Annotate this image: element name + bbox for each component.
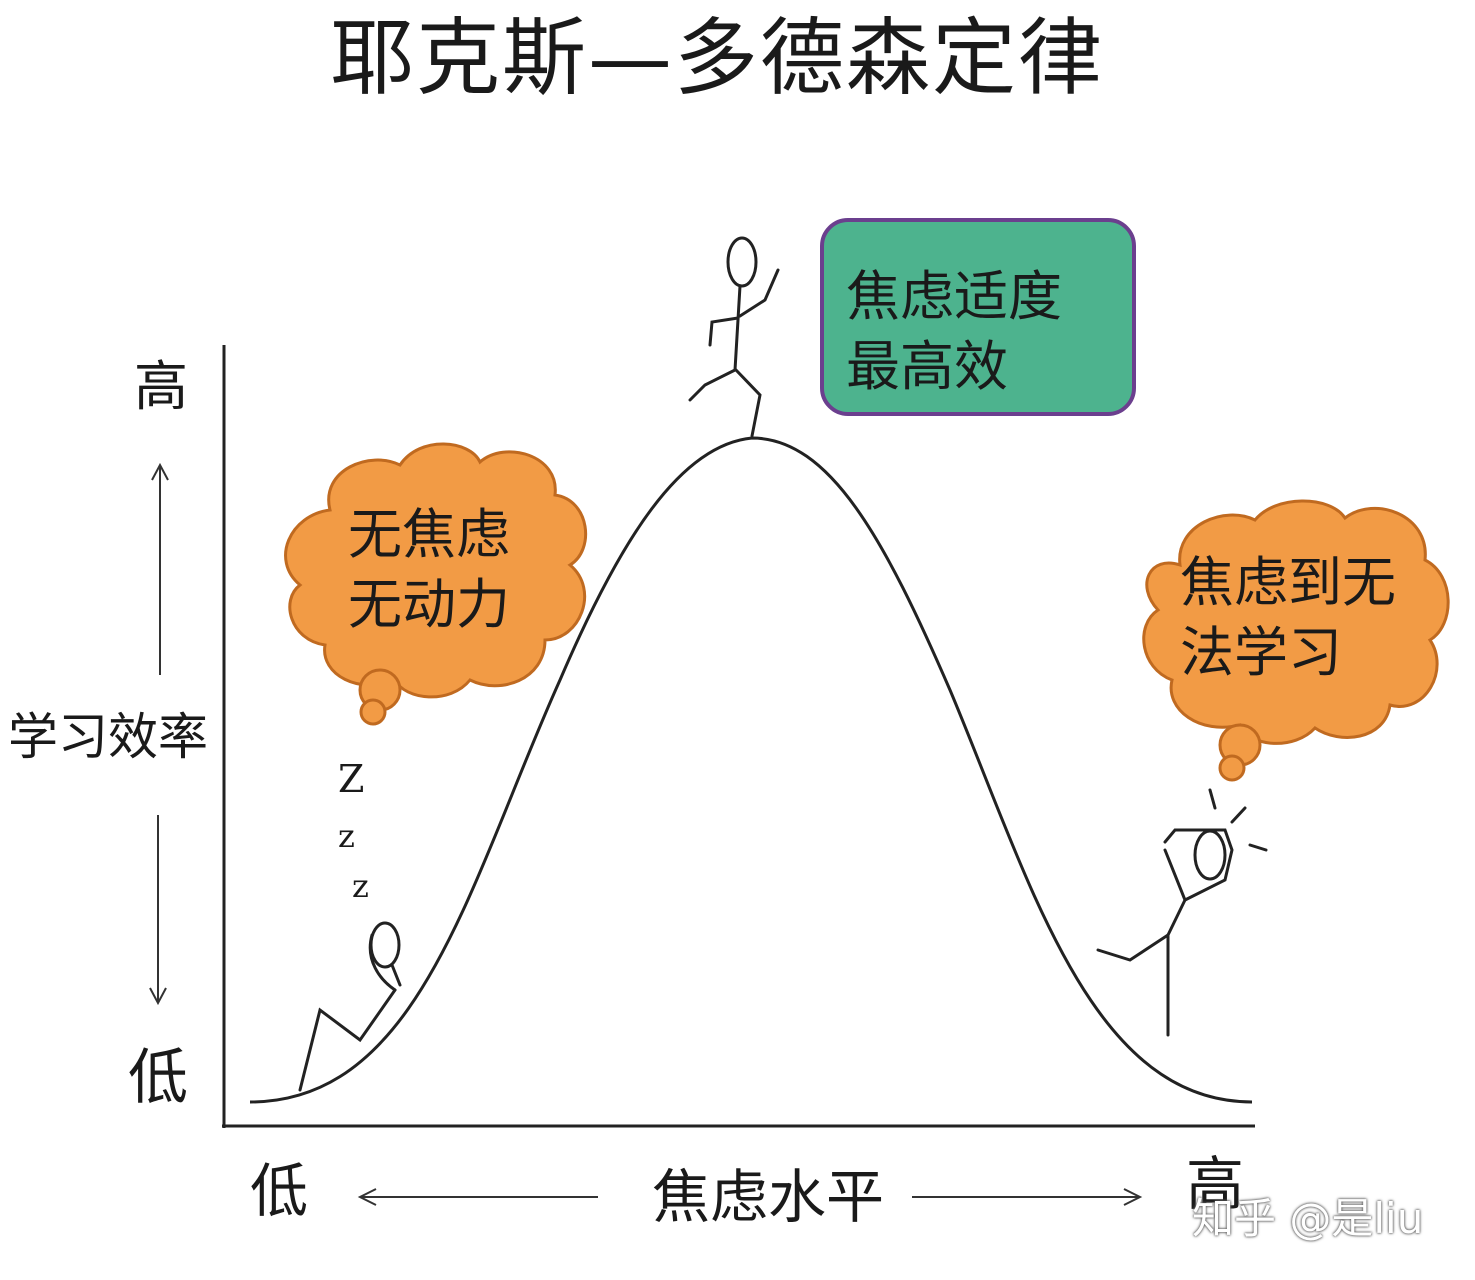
running-figure-icon <box>688 236 780 438</box>
top-box-line2: 最高效 <box>846 335 1008 398</box>
diagram-title: 耶克斯—多德森定律 <box>330 9 1105 107</box>
y-arrow-down-icon <box>149 815 167 1006</box>
y-axis-low-label: 低 <box>128 1043 188 1113</box>
x-axis-high-label: 高 <box>1186 1150 1245 1218</box>
right-bubble-line1: 焦虑到无 <box>1180 551 1396 614</box>
performance-curve <box>249 436 1253 1104</box>
x-arrow-left-icon <box>357 1188 598 1206</box>
y-arrow-up-icon <box>151 462 169 675</box>
y-axis-high-label: 高 <box>134 355 188 418</box>
optimal-box <box>820 218 1136 416</box>
sleep-mark-3: z <box>352 867 369 905</box>
x-axis-low-label: 低 <box>250 1157 309 1225</box>
sleeping-figure-icon <box>298 921 402 1092</box>
left-bubble-line2: 无动力 <box>348 573 510 636</box>
left-thought-cloud <box>284 442 587 726</box>
x-axis-title: 焦虑水平 <box>652 1163 885 1231</box>
top-box-line1: 焦虑适度 <box>846 265 1062 328</box>
x-arrow-right-icon <box>912 1188 1143 1206</box>
y-axis-title: 学习效率 <box>8 708 208 766</box>
sleep-mark-1: Z <box>338 757 365 801</box>
stressed-figure-icon <box>1096 788 1268 1037</box>
sleep-mark-2: z <box>338 817 355 855</box>
left-bubble-line1: 无焦虑 <box>348 503 510 566</box>
top-box-text: 焦虑适度 最高效 <box>846 262 1062 402</box>
right-thought-cloud <box>1142 499 1450 782</box>
right-bubble-text: 焦虑到无 法学习 <box>1180 548 1396 688</box>
left-bubble-text: 无焦虑 无动力 <box>348 500 510 640</box>
right-bubble-line2: 法学习 <box>1180 621 1342 684</box>
watermark-label: 知乎 @是liu <box>1192 1194 1424 1243</box>
